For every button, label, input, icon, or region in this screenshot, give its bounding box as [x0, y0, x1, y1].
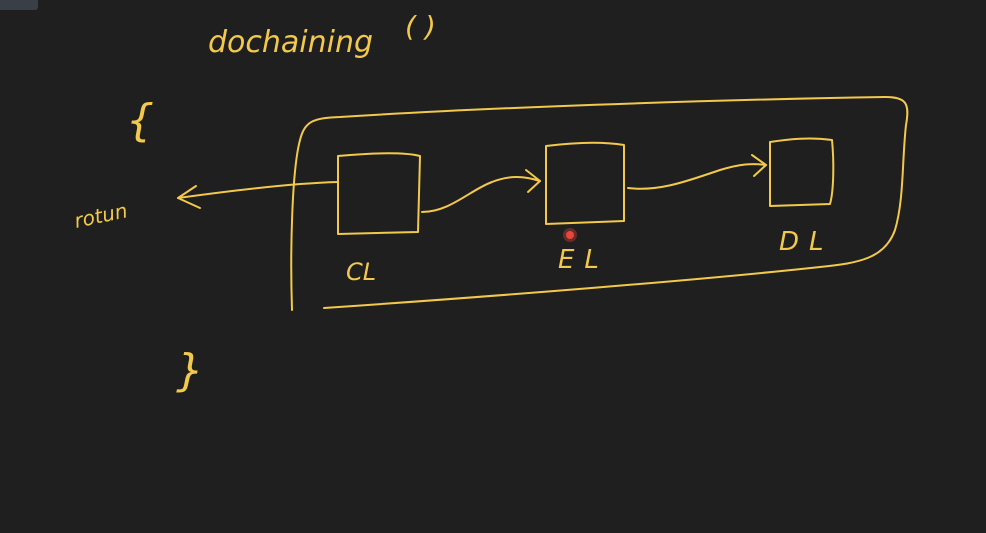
arrow-cl-to-el: [421, 169, 541, 213]
node-box: [769, 137, 835, 207]
chain-node-dl: DL: [769, 137, 835, 257]
laser-pointer: [563, 228, 577, 242]
node-box: [337, 152, 421, 235]
chain-enclosure: [290, 96, 909, 311]
return-arrow: [177, 181, 339, 209]
chain-node-cl: CL: [337, 152, 421, 286]
arrow-el-to-dl: [627, 154, 767, 190]
node-box: [545, 141, 625, 225]
open-brace: {: [126, 95, 154, 146]
function-signature: dochaining ( ): [208, 10, 436, 60]
return-label: rotun: [72, 198, 129, 233]
node-label: EL: [558, 245, 609, 275]
node-label: CL: [346, 258, 376, 286]
chain-node-el: EL: [545, 141, 625, 275]
node-label: DL: [779, 227, 834, 257]
close-brace: }: [176, 345, 204, 396]
toolbar-tab: [0, 0, 38, 10]
function-parens: ( ): [405, 10, 436, 43]
function-name: dochaining: [208, 25, 373, 60]
